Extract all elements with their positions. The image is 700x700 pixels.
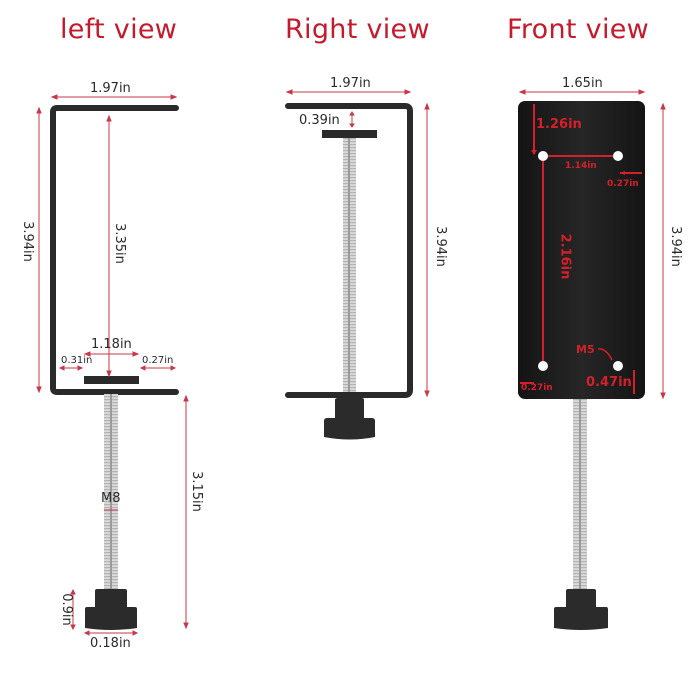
left-inner-height-label: 3.35in xyxy=(111,223,127,264)
right-view-title: Right view xyxy=(285,14,430,45)
right-pad xyxy=(322,130,377,138)
front-total-height-label: 3.94in xyxy=(667,226,683,267)
left-pad xyxy=(84,376,139,384)
left-knob-width-label: 0.18in xyxy=(90,636,131,651)
left-knob xyxy=(85,589,137,630)
front-width-label: 1.65in xyxy=(562,76,603,91)
front-edge-right-label: 0.27in xyxy=(607,179,639,189)
left-gap-left-label: 0.31in xyxy=(61,355,93,366)
front-screw-size-label: M5 xyxy=(576,343,595,356)
front-hole-spacing-h-label: 1.14in xyxy=(565,161,597,171)
left-view-drawing xyxy=(36,94,189,636)
front-hole-spacing-v-label: 2.16in xyxy=(557,233,573,280)
front-plate xyxy=(518,101,645,399)
right-knob xyxy=(324,398,375,440)
right-pad-gap-label: 0.39in xyxy=(299,113,340,128)
left-knob-height-label: 0.9in xyxy=(58,593,74,626)
left-gap-right-label: 0.27in xyxy=(142,355,174,366)
front-bottom-offset-label: 0.47in xyxy=(586,375,632,390)
right-bracket xyxy=(285,103,413,398)
right-view-drawing xyxy=(285,89,430,440)
hole-top-left xyxy=(538,151,548,161)
left-total-height-label: 3.94in xyxy=(19,221,35,262)
right-total-height-label: 3.94in xyxy=(432,226,448,267)
hole-bottom-right xyxy=(613,361,623,371)
front-top-offset-label: 1.26in xyxy=(536,117,582,132)
hole-bottom-left xyxy=(538,361,548,371)
hole-top-right xyxy=(613,151,623,161)
right-top-width-label: 1.97in xyxy=(330,76,371,91)
left-top-width-label: 1.97in xyxy=(90,81,131,96)
front-view-drawing xyxy=(518,89,666,630)
left-screw-length-label: 3.15in xyxy=(188,471,204,512)
left-thread-label: M8 xyxy=(101,491,121,506)
left-bracket xyxy=(50,105,179,395)
front-edge-left-label: 0.27in xyxy=(521,383,553,393)
front-knob xyxy=(554,589,608,630)
left-view-title: left view xyxy=(60,14,178,45)
left-pad-width-label: 1.18in xyxy=(91,337,132,352)
front-view-title: Front view xyxy=(507,14,650,45)
